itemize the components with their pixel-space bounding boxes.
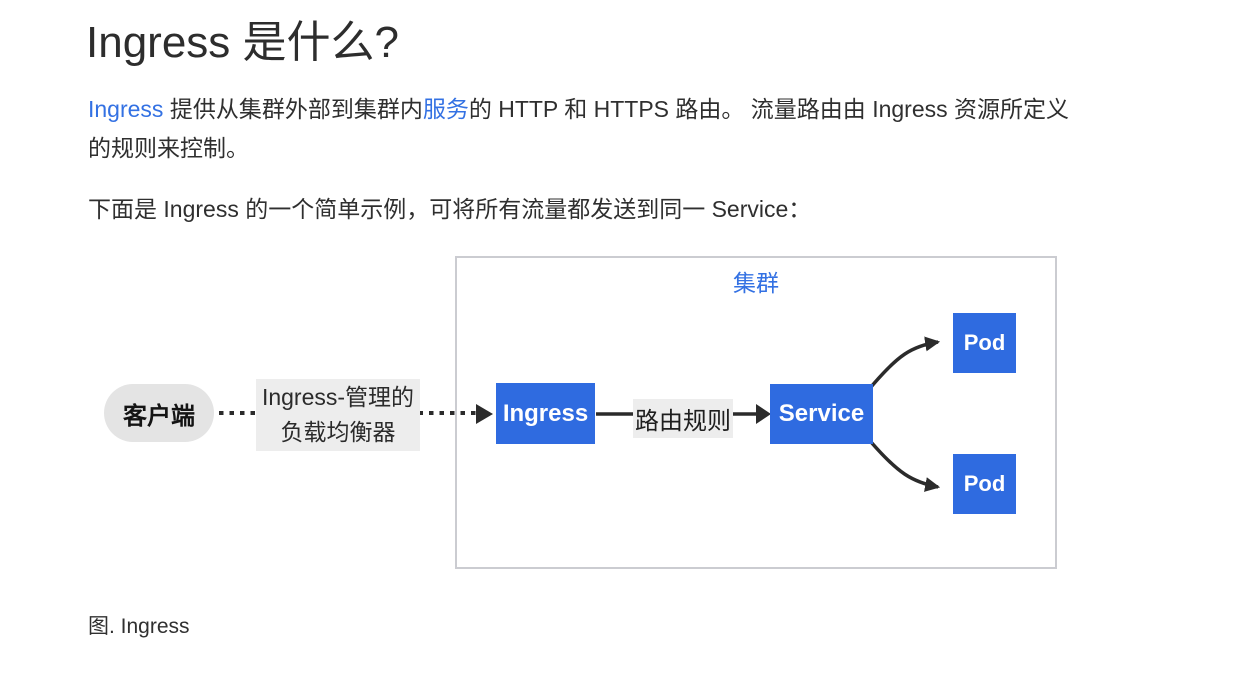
- pod-node-top: Pod: [953, 313, 1016, 373]
- intro-paragraph: Ingress 提供从集群外部到集群内服务的 HTTP 和 HTTPS 路由。 …: [88, 90, 1073, 168]
- service-node: Service: [770, 384, 873, 444]
- pod-node-bottom: Pod: [953, 454, 1016, 514]
- service-link[interactable]: 服务: [422, 96, 469, 122]
- intro-text-2: 的 HTTP 和 HTTPS 路由。 流量路由由 Ingress 资源所定义的规…: [88, 96, 1070, 161]
- cluster-label: 集群: [733, 270, 779, 296]
- ingress-node: Ingress: [496, 383, 595, 444]
- page-title: Ingress 是什么?: [86, 18, 399, 67]
- route-rules-label: 路由规则: [633, 399, 733, 438]
- intro-text-1: 提供从集群外部到集群内: [163, 96, 423, 122]
- load-balancer-label: Ingress-管理的 负载均衡器: [256, 379, 420, 451]
- figure-caption: 图. Ingress: [88, 615, 190, 638]
- load-balancer-label-line1: Ingress-管理的: [261, 384, 415, 410]
- client-node: 客户端: [104, 384, 214, 442]
- ingress-link[interactable]: Ingress: [88, 96, 164, 122]
- load-balancer-label-line2: 负载均衡器: [280, 419, 396, 445]
- example-paragraph: 下面是 Ingress 的一个简单示例，可将所有流量都发送到同一 Service…: [88, 196, 812, 222]
- cluster-boundary-box: [455, 256, 1057, 569]
